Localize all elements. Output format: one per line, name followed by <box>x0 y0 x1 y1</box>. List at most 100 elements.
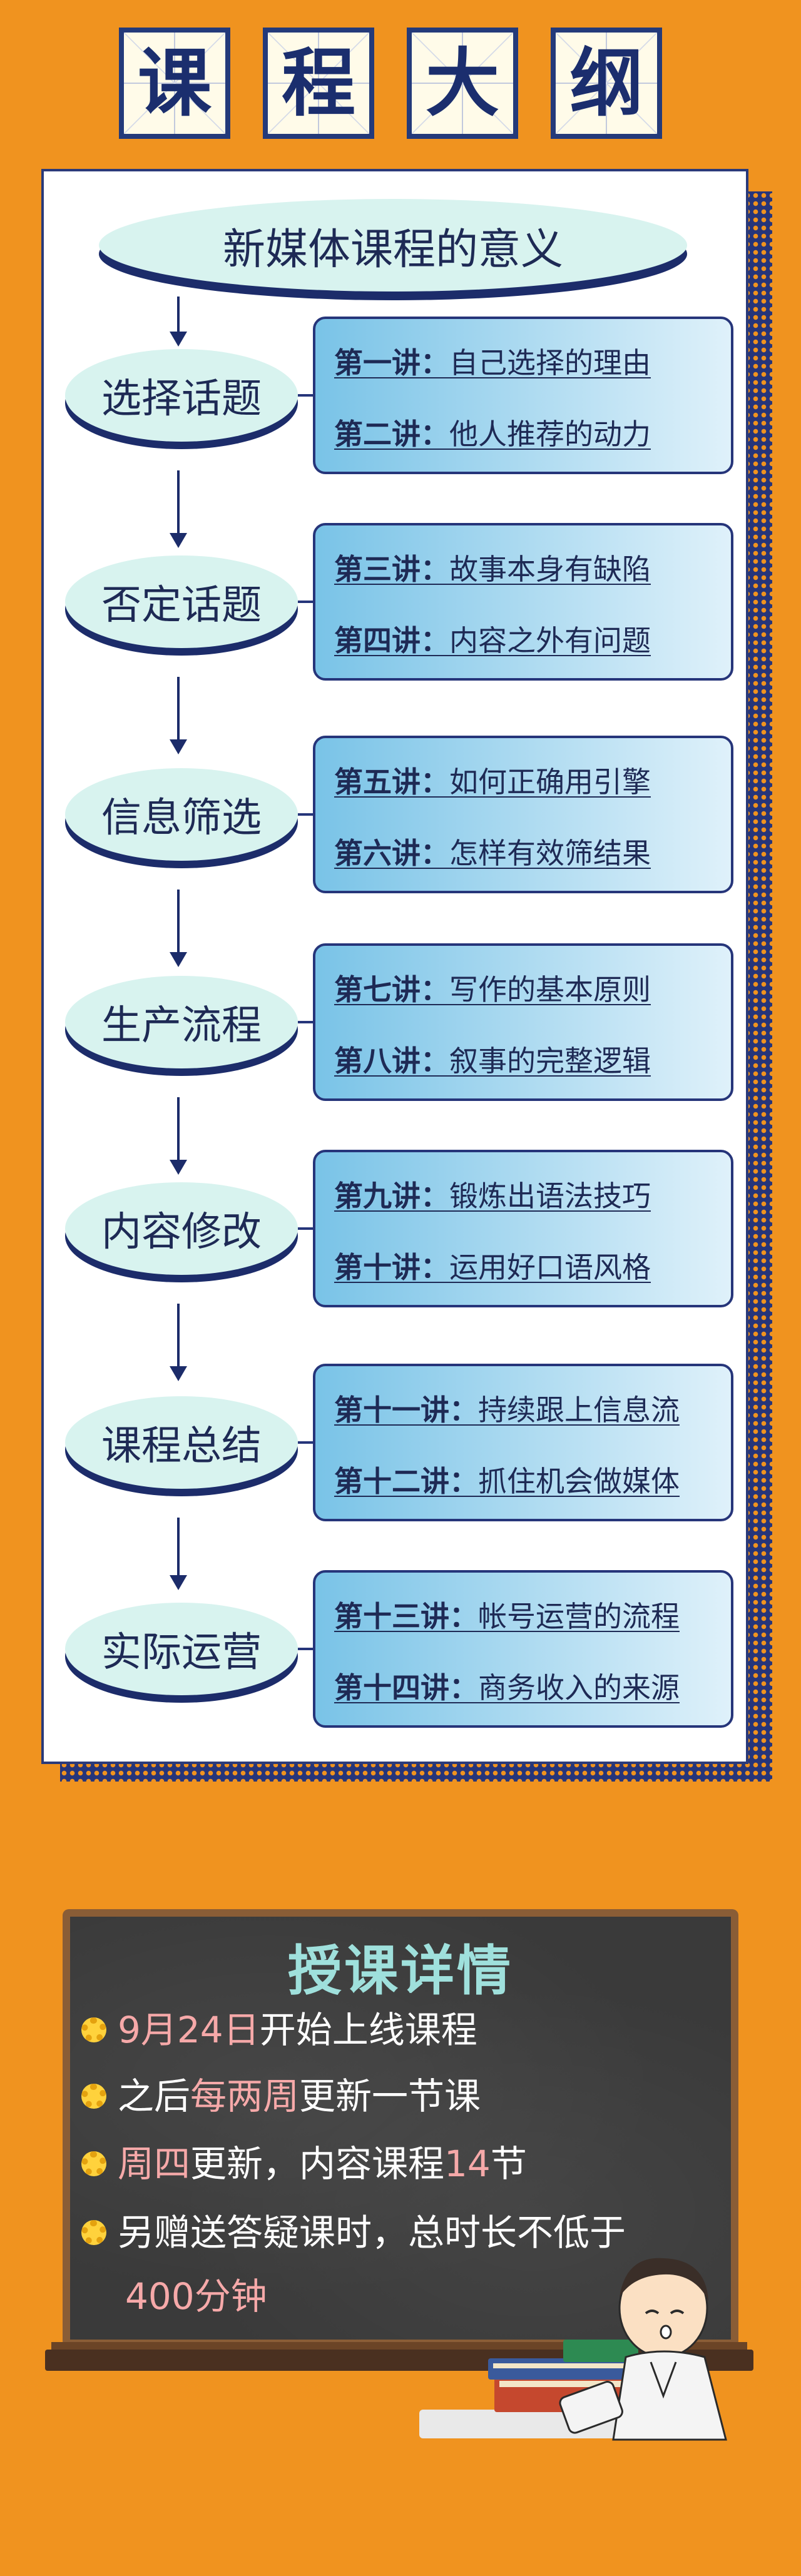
lecture-item: 第六讲：怎样有效筛结果 <box>334 834 718 872</box>
title-tile: 程 <box>263 28 374 139</box>
topic-label: 生产流程 <box>101 1003 262 1049</box>
board-item-text: 更新，内容课程 <box>190 2142 445 2185</box>
lecture-item: 第八讲：叙事的完整逻辑 <box>334 1042 718 1080</box>
lecture-item: 第十四讲：商务收入的来源 <box>334 1669 718 1706</box>
topic-label: 选择话题 <box>101 376 262 422</box>
lecture-item: 第三讲：故事本身有缺陷 <box>334 550 718 588</box>
lecture-title: 运用好口语风格 <box>449 1250 651 1284</box>
lecture-title: 锻炼出语法技巧 <box>449 1179 651 1213</box>
lecture-title: 内容之外有问题 <box>449 624 651 657</box>
lecture-title: 商务收入的来源 <box>478 1671 680 1705</box>
connector-line <box>298 1441 314 1444</box>
lecture-number: 第三讲： <box>334 552 449 586</box>
lecture-box: 第十三讲：帐号运营的流程 第十四讲：商务收入的来源 <box>313 1570 733 1728</box>
flower-bullet-icon <box>81 2017 106 2042</box>
lecture-number: 第六讲： <box>334 836 449 870</box>
connector-line <box>298 1021 314 1023</box>
lecture-title: 他人推荐的动力 <box>449 417 651 451</box>
down-arrow-icon <box>170 1097 187 1175</box>
connector-line <box>298 601 314 603</box>
board-item-text: 更新一节课 <box>299 2075 481 2117</box>
board-item-continuation: 400分钟 <box>125 2275 267 2318</box>
lecture-number: 第五讲： <box>334 765 449 799</box>
lecture-number: 第一讲： <box>334 346 449 380</box>
lecture-item: 第十二讲：抓住机会做媒体 <box>334 1463 718 1500</box>
teacher-illustration <box>419 2258 727 2441</box>
lecture-item: 第七讲：写作的基本原则 <box>334 971 718 1008</box>
lecture-box: 第十一讲：持续跟上信息流 第十二讲：抓住机会做媒体 <box>313 1364 733 1521</box>
lecture-number: 第十三讲： <box>334 1600 478 1633</box>
down-arrow-icon <box>170 297 187 347</box>
topic-ellipse: 信息筛选 <box>65 768 298 861</box>
board-item-highlight: 周四 <box>118 2142 191 2185</box>
board-item-highlight: 9月24日 <box>118 2009 260 2051</box>
lecture-title: 帐号运营的流程 <box>478 1600 680 1633</box>
topic-ellipse: 内容修改 <box>65 1182 298 1275</box>
topic-ellipse: 实际运营 <box>65 1603 298 1695</box>
connector-line <box>298 394 314 397</box>
board-title: 授课详情 <box>288 1940 513 2002</box>
topic-ellipse: 生产流程 <box>65 976 298 1068</box>
topic-label: 否定话题 <box>101 582 262 629</box>
topic-label: 实际运营 <box>101 1630 262 1676</box>
lecture-box: 第一讲：自己选择的理由 第二讲：他人推荐的动力 <box>313 317 733 474</box>
lecture-number: 第十四讲： <box>334 1671 478 1705</box>
connector-line <box>298 813 314 816</box>
lecture-box: 第五讲：如何正确用引擎 第六讲：怎样有效筛结果 <box>313 736 733 893</box>
title-char: 大 <box>425 40 499 126</box>
topic-ellipse: 选择话题 <box>65 349 298 442</box>
title-char: 课 <box>137 40 212 126</box>
lecture-item: 第十讲：运用好口语风格 <box>334 1249 718 1286</box>
lecture-number: 第七讲： <box>334 973 449 1007</box>
lecture-title: 叙事的完整逻辑 <box>449 1044 651 1078</box>
lecture-title: 故事本身有缺陷 <box>449 552 651 586</box>
lecture-box: 第三讲：故事本身有缺陷 第四讲：内容之外有问题 <box>313 523 733 681</box>
board-item: 9月24日开始上线课程 <box>81 2008 477 2052</box>
lecture-item: 第五讲：如何正确用引擎 <box>334 763 718 801</box>
lecture-title: 抓住机会做媒体 <box>478 1464 680 1498</box>
lecture-title: 持续跟上信息流 <box>478 1393 680 1427</box>
title-row: 课 程 大 纲 <box>119 28 670 140</box>
lecture-number: 第八讲： <box>334 1044 449 1078</box>
board-item: 之后每两周更新一节课 <box>81 2074 481 2118</box>
lecture-box: 第七讲：写作的基本原则 第八讲：叙事的完整逻辑 <box>313 943 733 1101</box>
board-item: 周四更新，内容课程14节 <box>81 2142 527 2186</box>
down-arrow-icon <box>170 1304 187 1381</box>
lecture-box: 第九讲：锻炼出语法技巧 第十讲：运用好口语风格 <box>313 1150 733 1307</box>
topic-label: 内容修改 <box>101 1209 262 1255</box>
down-arrow-icon <box>170 470 187 548</box>
board-item-highlight: 每两周 <box>190 2075 300 2117</box>
board-item-text: 另赠送答疑课时，总时长不低于 <box>118 2211 626 2254</box>
title-char: 纲 <box>569 40 643 126</box>
lecture-item: 第十三讲：帐号运营的流程 <box>334 1598 718 1635</box>
board-item-text: 之后 <box>118 2075 191 2117</box>
title-tile: 大 <box>407 28 518 139</box>
lecture-item: 第四讲：内容之外有问题 <box>334 622 718 659</box>
lecture-title: 自己选择的理由 <box>449 346 651 380</box>
lecture-number: 第十二讲： <box>334 1464 478 1498</box>
connector-line <box>298 1648 314 1650</box>
title-char: 程 <box>281 40 355 126</box>
lecture-title: 写作的基本原则 <box>449 973 651 1007</box>
down-arrow-icon <box>170 890 187 967</box>
board-item: 另赠送答疑课时，总时长不低于 <box>81 2211 626 2254</box>
topic-ellipse: 课程总结 <box>65 1396 298 1489</box>
connector-line <box>298 1227 314 1230</box>
lecture-title: 如何正确用引擎 <box>449 765 651 799</box>
lecture-item: 第九讲：锻炼出语法技巧 <box>334 1177 718 1215</box>
chalkboard <box>70 1917 731 2340</box>
topic-label: 课程总结 <box>101 1423 262 1469</box>
lecture-number: 第十一讲： <box>334 1393 478 1427</box>
title-tile: 纲 <box>551 28 662 139</box>
board-item-highlight: 14 <box>444 2142 491 2185</box>
lecture-item: 第十一讲：持续跟上信息流 <box>334 1391 718 1429</box>
lecture-title: 怎样有效筛结果 <box>449 836 651 870</box>
down-arrow-icon <box>170 677 187 754</box>
lecture-item: 第二讲：他人推荐的动力 <box>334 415 718 453</box>
lecture-number: 第九讲： <box>334 1179 449 1213</box>
flower-bullet-icon <box>81 2083 106 2109</box>
title-tile: 课 <box>119 28 230 139</box>
flower-bullet-icon <box>81 2151 106 2176</box>
down-arrow-icon <box>170 1518 187 1590</box>
topic-label: 信息筛选 <box>101 795 262 841</box>
